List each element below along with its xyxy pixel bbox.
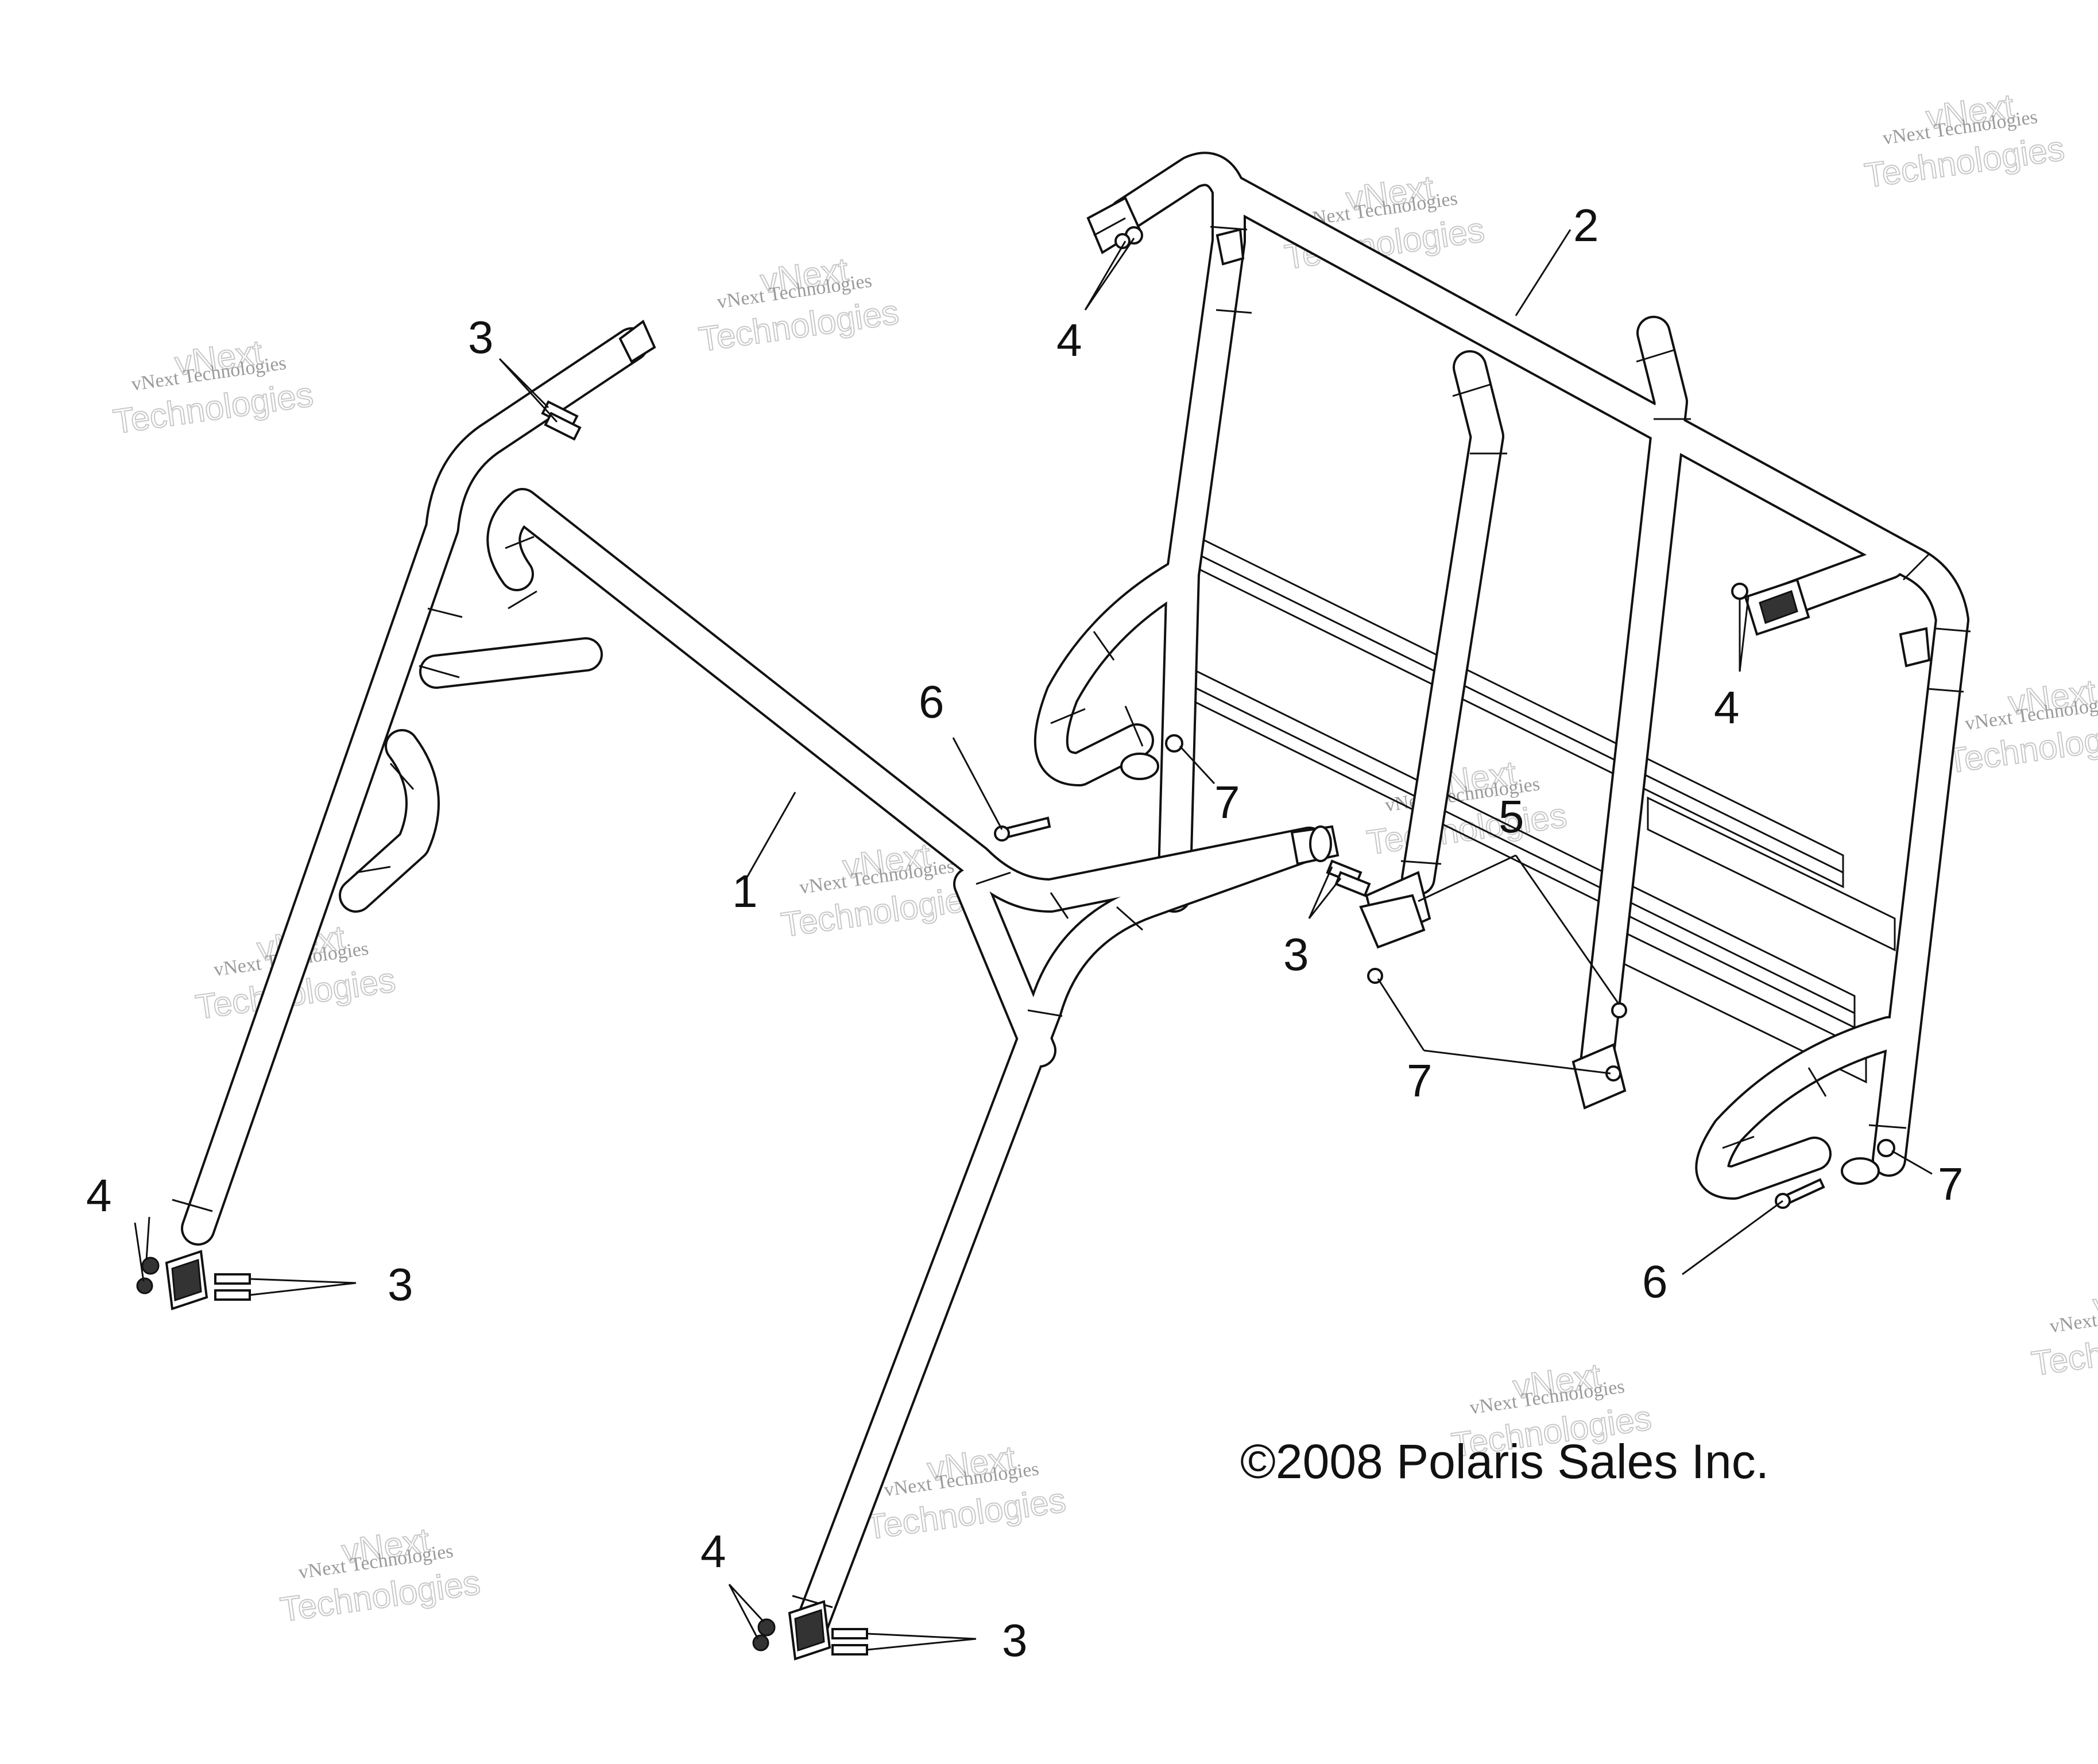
front-right-socket [1290,825,1340,866]
callout-2: 2 [1573,200,1599,251]
copyright-notice: ©2008 Polaris Sales Inc. [1240,1435,1769,1488]
callout-4-bottom: 4 [700,1526,726,1577]
front-right-foot [788,1600,831,1661]
bolt-6-right [1775,1178,1825,1209]
nut-4-left [141,1257,160,1275]
callout-3-top: 3 [468,312,494,363]
nut-7-right [1877,1139,1895,1157]
nut-4-top-b [1114,233,1131,249]
callout-6-right: 6 [1642,1256,1668,1307]
nut-4-right [1731,583,1748,600]
callout-3-left: 3 [388,1259,413,1310]
bolt-6-left [994,816,1051,842]
rear-cage-tubes [1033,152,1971,1200]
watermark: vNext vNext Technologies Technologies [110,332,316,442]
rear-cage-part-2 [1033,152,1971,1200]
watermark: vNext vNext Technologies Technologies [696,250,901,359]
hardware [136,226,1895,1656]
watermark: vNext vNext Technologies Technologies [2029,1274,2098,1384]
nut-4-left-b [136,1277,153,1294]
callout-7-right: 7 [1938,1158,1964,1209]
watermark: vNext vNext Technologies Technologies [1861,86,2067,196]
bracket-5 [1359,894,1627,1018]
nut-4-bottom-b [752,1634,769,1651]
callout-4-left: 4 [86,1170,112,1221]
callout-3-mid: 3 [1283,929,1309,980]
callout-4-right: 4 [1714,682,1740,733]
front-left-foot [165,1250,208,1311]
svg-text:vNext Technologies: vNext Technologies [2049,1294,2098,1337]
watermark: vNext vNext Technologies Technologies [1364,753,1570,863]
callout-1: 1 [732,866,758,917]
front-cage-part-1 [165,319,1340,1661]
nut-7-left [1165,734,1183,753]
front-top-bracket [618,319,656,363]
callout-7-left: 7 [1214,777,1240,828]
watermark: vNext vNext Technologies Technologies [277,1520,483,1630]
nut-4-bottom [757,1618,776,1637]
rear-right-bracket [1744,578,1931,668]
callout-labels: 1 2 3 3 3 3 4 4 4 4 5 6 6 7 7 7 [86,200,1964,1666]
callout-6-left: 6 [919,676,945,727]
bolt-3-bottom [831,1628,868,1656]
callout-3-bottom: 3 [1002,1615,1028,1666]
callout-4-top: 4 [1056,315,1082,366]
leader-lines [134,229,1933,1651]
callout-5: 5 [1499,791,1524,842]
bolt-3-left [214,1273,251,1301]
callout-7-mid: 7 [1407,1055,1433,1106]
bolt-3-mid [1326,859,1371,897]
